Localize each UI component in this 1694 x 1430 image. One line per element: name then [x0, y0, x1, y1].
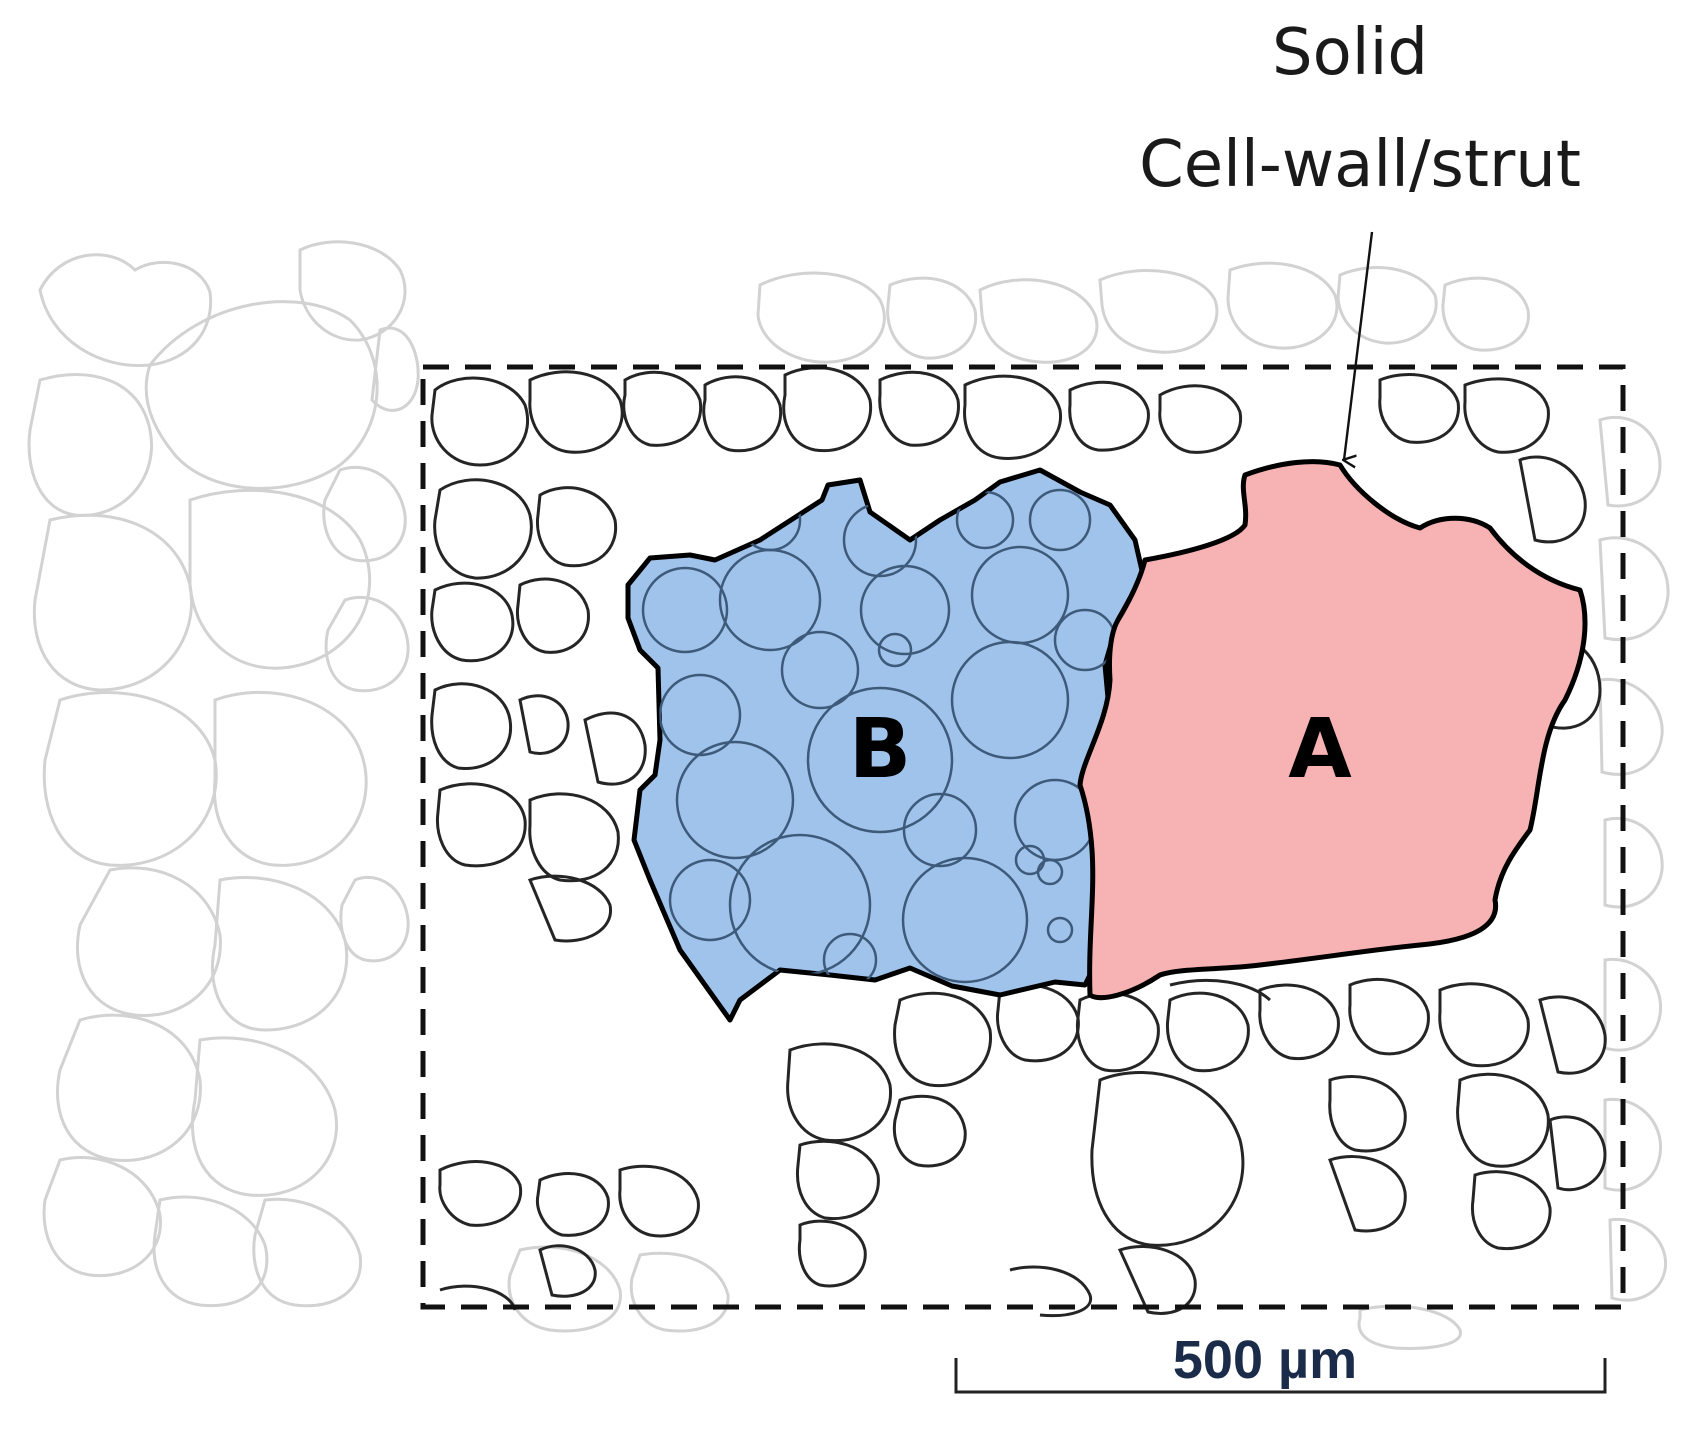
- region-b: B: [625, 467, 1146, 1023]
- scale-bar: 500 µm: [954, 1330, 1607, 1394]
- region-a: A: [1077, 459, 1588, 1001]
- foreground-cell-network: [430, 366, 1607, 1318]
- region-a-shape: [1077, 459, 1588, 1001]
- scale-bar-line: [954, 1358, 1607, 1394]
- background-cell-network: [27, 240, 1670, 1350]
- scale-bar-label: 500 µm: [1173, 1330, 1357, 1390]
- callout-arrow: [1344, 231, 1374, 460]
- annotation-line2: Cell-wall/strut: [1139, 128, 1581, 202]
- analysis-box-dashed: [420, 364, 1626, 1310]
- region-a-label: A: [1288, 702, 1352, 797]
- region-b-label: B: [849, 702, 912, 797]
- annotation-line1: Solid: [1272, 16, 1428, 90]
